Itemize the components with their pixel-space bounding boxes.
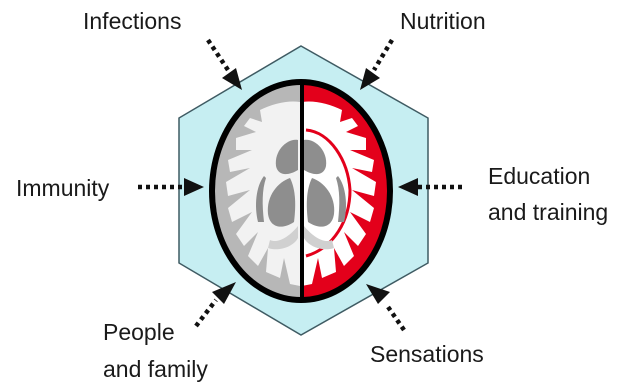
label-nutrition: Nutrition xyxy=(400,8,486,34)
arrow-people xyxy=(196,282,236,326)
arrow-nutrition xyxy=(360,40,392,90)
arrow-infections xyxy=(208,40,242,90)
label-sensations: Sensations xyxy=(370,341,484,367)
label-people-line1: People xyxy=(103,319,175,345)
label-immunity: Immunity xyxy=(16,175,110,201)
label-infections: Infections xyxy=(83,8,181,34)
label-people-line2: and family xyxy=(103,356,208,382)
label-education-line1: Education xyxy=(488,163,590,189)
arrow-sensations xyxy=(366,284,404,330)
brain-section-icon xyxy=(209,79,393,303)
label-education-line2: and training xyxy=(488,199,608,225)
